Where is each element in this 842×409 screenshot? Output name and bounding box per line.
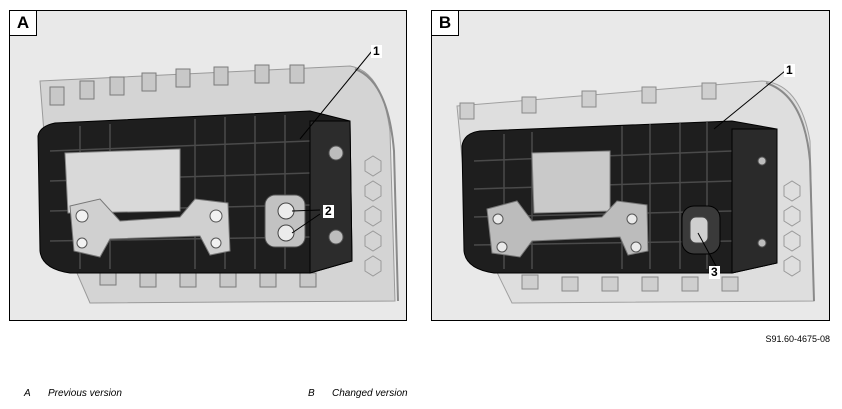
airbag-module-illustration-a bbox=[37, 50, 399, 304]
reference-code: S91.60-4675-08 bbox=[765, 334, 830, 344]
airbag-module-illustration-b bbox=[456, 70, 815, 304]
legend-key-a: A bbox=[24, 388, 31, 399]
legend-key-b: B bbox=[308, 388, 315, 399]
callout-2: 2 bbox=[323, 204, 334, 218]
panel-letter-b: B bbox=[432, 11, 459, 36]
legend-item-a: A Previous version bbox=[24, 388, 122, 399]
legend-item-b: B Changed version bbox=[308, 388, 408, 399]
callout-1: 1 bbox=[784, 63, 795, 77]
legend-text-b: Changed version bbox=[332, 388, 408, 399]
panel-b: B 1 3 bbox=[431, 10, 830, 321]
panel-letter-a: A bbox=[10, 11, 37, 36]
callout-3: 3 bbox=[709, 265, 720, 279]
legend-text-a: Previous version bbox=[48, 388, 122, 399]
panel-a: A 1 2 bbox=[9, 10, 407, 321]
callout-1: 1 bbox=[371, 44, 382, 58]
